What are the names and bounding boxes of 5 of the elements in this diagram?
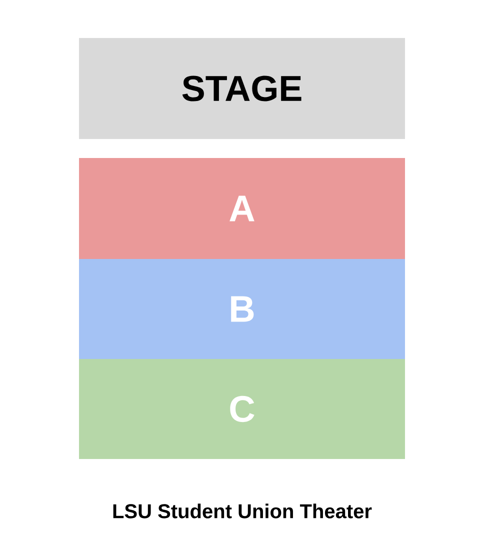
seating-section: A (79, 158, 405, 259)
stage-box: STAGE (79, 38, 405, 139)
caption: LSU Student Union Theater (113, 504, 372, 518)
seating-section: B (79, 259, 405, 359)
seating-section: C (79, 359, 405, 459)
